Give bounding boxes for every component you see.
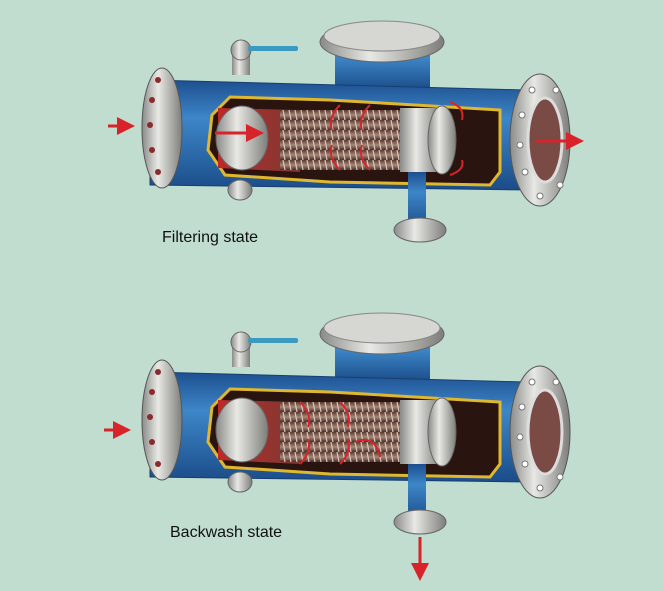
filter-filtering-state: [108, 19, 584, 244]
backwash-state-label: Backwash state: [170, 524, 283, 541]
flow-arrows: [104, 401, 429, 581]
filtering-state-label: Filtering state: [162, 229, 259, 246]
flow-arrows: [108, 101, 584, 176]
filter-backwash-state: [104, 311, 572, 581]
